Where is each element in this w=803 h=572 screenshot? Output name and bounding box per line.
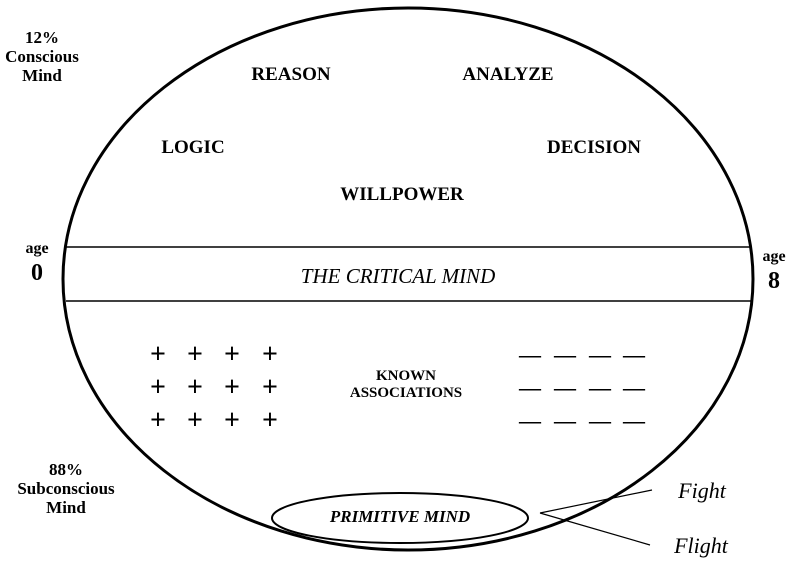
conscious-percent: 12% <box>25 28 59 47</box>
known-line1: KNOWN <box>375 368 436 384</box>
age-right-value: 8 <box>768 268 780 294</box>
plus-sign: + <box>262 405 278 436</box>
fight-label: Fight <box>678 478 726 503</box>
age-left-label: age <box>25 240 49 257</box>
minus-sign: — <box>519 342 541 367</box>
mind-ellipse <box>61 6 755 552</box>
plus-sign: + <box>224 372 240 403</box>
plus-sign: + <box>187 405 203 436</box>
minus-sign: — <box>519 408 541 433</box>
word-analyze: ANALYZE <box>462 64 554 85</box>
subconscious-mind-label: 88% Subconscious Mind <box>17 460 114 517</box>
age-right-label: age <box>762 248 786 265</box>
minus-sign: — <box>589 408 611 433</box>
flight-connector <box>539 512 651 546</box>
flight-label: Flight <box>674 533 728 558</box>
plus-sign: + <box>262 372 278 403</box>
minus-sign: — <box>554 342 576 367</box>
minus-sign: — <box>623 408 645 433</box>
subconscious-line2: Mind <box>46 498 86 517</box>
age-left-value: 0 <box>31 260 43 286</box>
known-associations-label: KNOWN ASSOCIATIONS <box>350 368 462 402</box>
plus-sign: + <box>150 372 166 403</box>
plus-sign: + <box>224 339 240 370</box>
subconscious-percent: 88% <box>48 460 83 479</box>
subconscious-line1: Subconscious <box>17 479 115 498</box>
primitive-mind-ellipse <box>271 492 529 544</box>
plus-sign: + <box>187 372 203 403</box>
minus-sign: — <box>519 375 541 400</box>
primitive-mind-label: PRIMITIVE MIND <box>329 507 471 526</box>
plus-sign: + <box>262 339 278 370</box>
minus-sign: — <box>589 342 611 367</box>
word-decision: DECISION <box>547 137 641 158</box>
word-logic: LOGIC <box>161 137 225 158</box>
known-line2: ASSOCIATIONS <box>349 385 463 401</box>
word-willpower: WILLPOWER <box>340 184 464 205</box>
plus-sign: + <box>224 405 240 436</box>
plus-sign: + <box>150 405 166 436</box>
conscious-line2: Mind <box>22 66 62 85</box>
plus-sign: + <box>150 339 166 370</box>
minus-sign: — <box>554 408 576 433</box>
minus-sign: — <box>623 375 645 400</box>
conscious-line1: Conscious <box>5 47 79 66</box>
conscious-mind-label: 12% Conscious Mind <box>5 28 79 85</box>
fight-connector <box>539 489 653 514</box>
plus-sign: + <box>187 339 203 370</box>
word-reason: REASON <box>251 64 331 85</box>
minus-sign: — <box>554 375 576 400</box>
critical-mind-label: THE CRITICAL MIND <box>300 264 496 288</box>
minus-sign: — <box>589 375 611 400</box>
minus-sign: — <box>623 342 645 367</box>
